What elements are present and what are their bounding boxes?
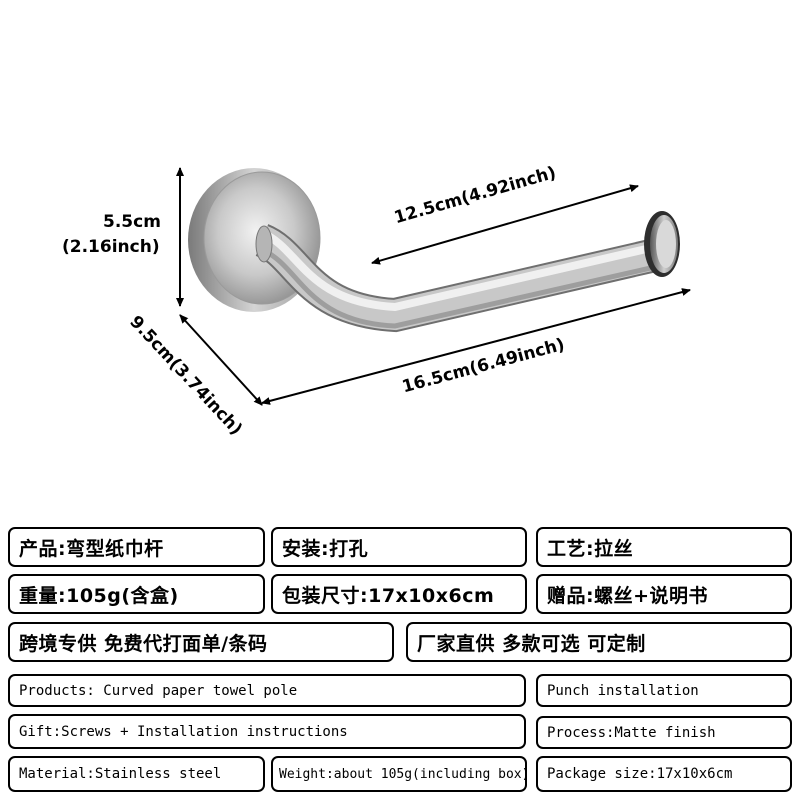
- spec-weight-en: Weight:about 105g(including box): [271, 756, 527, 792]
- spec-package-en: Package size:17x10x6cm: [536, 756, 792, 792]
- depth-dimension-line: [179, 314, 263, 406]
- spec-installation-cn: 安装:打孔: [271, 527, 527, 567]
- end-cap: [644, 211, 680, 277]
- spec-cross-border-cn: 跨境专供 免费代打面单/条码: [8, 622, 394, 662]
- total-length-dimension-line: [261, 288, 691, 405]
- spec-process-en: Process:Matte finish: [536, 716, 792, 749]
- spec-punch-en: Punch installation: [536, 674, 792, 707]
- spec-factory-cn: 厂家直供 多款可选 可定制: [406, 622, 792, 662]
- spec-weight-cn: 重量:105g(含盒): [8, 574, 265, 614]
- product-illustration: [176, 167, 691, 406]
- spec-products-en: Products: Curved paper towel pole: [8, 674, 526, 707]
- spec-gift-cn: 赠品:螺丝+说明书: [536, 574, 792, 614]
- height-label: 5.5cm: [103, 212, 161, 232]
- arm-length-dimension-line: [371, 184, 639, 265]
- spec-process-cn: 工艺:拉丝: [536, 527, 792, 567]
- height-inch-label: (2.16inch): [62, 237, 160, 257]
- spec-product-cn: 产品:弯型纸巾杆: [8, 527, 265, 567]
- spec-material-en: Material:Stainless steel: [8, 756, 265, 792]
- spec-gift-en: Gift:Screws + Installation instructions: [8, 714, 526, 749]
- spec-package-size-cn: 包装尺寸:17x10x6cm: [271, 574, 527, 614]
